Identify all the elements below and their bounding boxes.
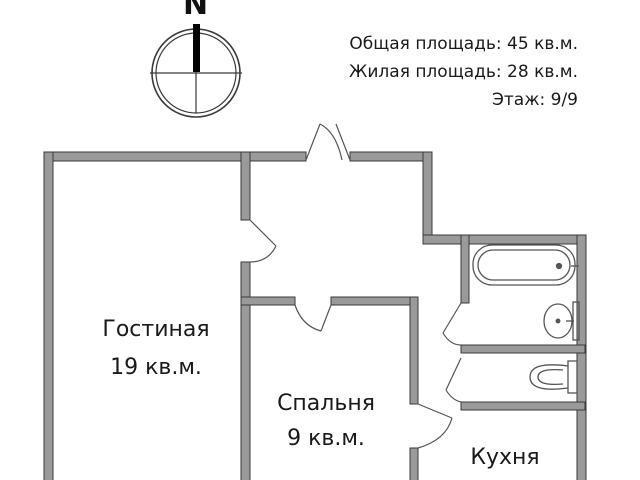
room-labels: Гостиная 19 кв.м. Спальня 9 кв.м. Кухня xyxy=(102,317,539,470)
total-area-text: Общая площадь: 45 кв.м. xyxy=(349,34,578,54)
living-room-area: 19 кв.м. xyxy=(110,355,202,380)
compass: N xyxy=(150,0,242,118)
wall-right xyxy=(576,234,587,480)
bathroom-door xyxy=(442,302,462,346)
wall-step-horizontal xyxy=(422,234,586,245)
bedroom-area: 9 кв.м. xyxy=(287,426,365,451)
living-room-door xyxy=(249,219,277,263)
wall-bath-toilet-divider xyxy=(460,344,586,354)
sink-icon xyxy=(543,301,580,341)
compass-north-label: N xyxy=(183,0,208,22)
living-room-name: Гостиная xyxy=(102,317,209,342)
wall-left xyxy=(43,151,54,480)
bedroom-door xyxy=(294,304,332,332)
compass-north-needle xyxy=(193,24,200,72)
wall-top-left xyxy=(43,151,307,162)
info-block: Общая площадь: 45 кв.м. Жилая площадь: 2… xyxy=(349,34,578,110)
wall-bedroom-right-lower xyxy=(409,447,419,480)
wall-top-right xyxy=(349,151,433,162)
wall-bedroom-top-left xyxy=(240,296,296,306)
wall-step-vertical xyxy=(422,151,433,245)
entrance-door xyxy=(305,123,351,161)
wall-bath-left-upper xyxy=(460,234,470,304)
toilet-icon xyxy=(529,360,578,394)
wall-bedroom-top-right xyxy=(330,296,419,306)
bedroom-name: Спальня xyxy=(277,391,375,416)
kitchen-door xyxy=(417,403,453,449)
fixtures xyxy=(472,244,580,394)
doors xyxy=(249,123,462,449)
kitchen-name: Кухня xyxy=(470,445,539,470)
bathtub-icon xyxy=(472,244,579,286)
walls xyxy=(43,151,587,480)
wall-living-lower xyxy=(240,261,251,480)
wall-toilet-bottom xyxy=(460,401,586,411)
toilet-door xyxy=(445,357,462,403)
wall-living-upper xyxy=(240,151,251,221)
floor-text: Этаж: 9/9 xyxy=(492,90,578,110)
wall-bedroom-right-upper xyxy=(409,296,419,405)
living-area-text: Жилая площадь: 28 кв.м. xyxy=(349,62,578,82)
